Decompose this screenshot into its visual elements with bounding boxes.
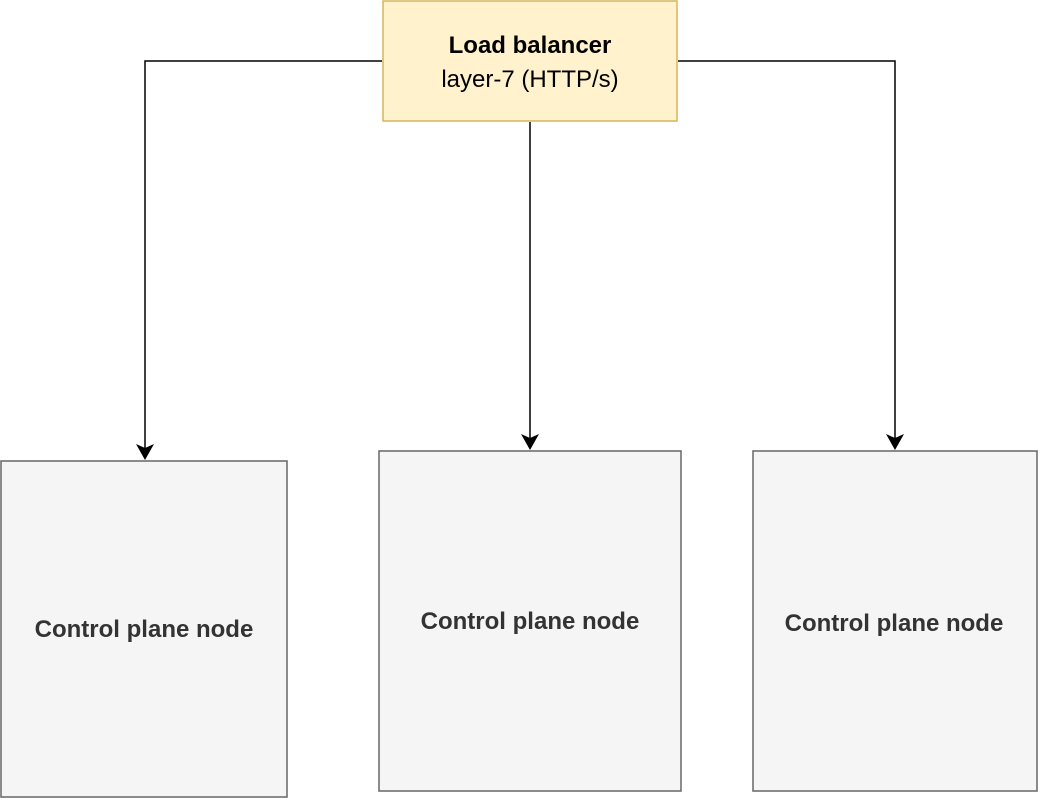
control-plane-node-1-box[interactable]: [0, 460, 288, 798]
load-balancer[interactable]: Load balancer layer-7 (HTTP/s): [382, 0, 678, 122]
edge-lb-to-node-3: [678, 60, 896, 438]
control-plane-node-3-box[interactable]: [752, 450, 1038, 792]
control-plane-node-1-label: Control plane node: [35, 616, 254, 643]
control-plane-node-3-label: Control plane node: [785, 610, 1004, 637]
control-plane-node-3[interactable]: Control plane node: [752, 450, 1038, 792]
arrowhead-node-3: [886, 434, 904, 450]
load-balancer-box[interactable]: [382, 0, 678, 122]
load-balancer-title: Load balancer: [449, 32, 612, 59]
control-plane-node-2-label: Control plane node: [421, 608, 640, 635]
arrowhead-node-2: [521, 434, 539, 450]
edge-lb-to-node-1: [144, 60, 382, 448]
control-plane-node-1[interactable]: Control plane node: [0, 460, 288, 798]
arrowhead-node-1: [136, 444, 154, 460]
control-plane-node-2-box[interactable]: [378, 450, 682, 792]
load-balancer-subtitle: layer-7 (HTTP/s): [441, 66, 618, 93]
edges: [136, 60, 904, 460]
control-plane-node-2[interactable]: Control plane node: [378, 450, 682, 792]
